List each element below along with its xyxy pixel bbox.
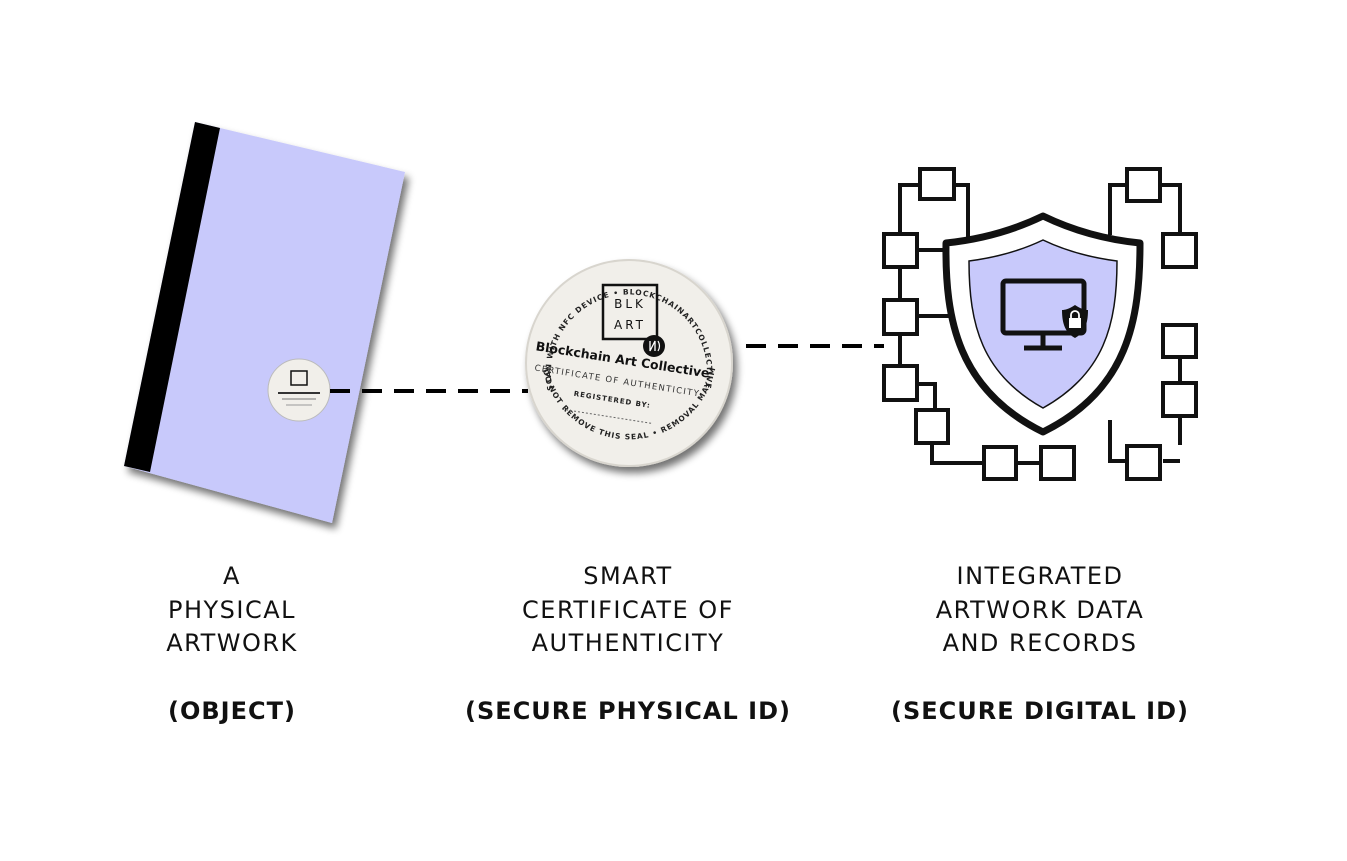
caption-smart-certificate: SMART CERTIFICATE OF AUTHENTICITY (SECUR… <box>458 560 798 728</box>
seal-logo-bottom: ART <box>614 318 646 332</box>
lock-icon <box>1062 305 1088 338</box>
small-seal-icon <box>267 358 331 422</box>
caption-subtitle: (SECURE DIGITAL ID) <box>890 696 1189 725</box>
caption-line: AND RECORDS <box>942 629 1138 657</box>
nfc-icon <box>643 335 665 357</box>
caption-subtitle: (SECURE PHYSICAL ID) <box>465 696 791 725</box>
caption-integrated-data: INTEGRATED ARTWORK DATA AND RECORDS (SEC… <box>870 560 1210 728</box>
caption-line: ARTWORK <box>166 629 298 657</box>
shield-icon <box>942 212 1144 436</box>
artwork-spine <box>124 122 220 472</box>
monitor-icon <box>1000 278 1087 351</box>
caption-line: A <box>223 562 241 590</box>
caption-line: CERTIFICATE OF <box>522 595 734 624</box>
blockchain-network-icon <box>882 167 1198 481</box>
seal-logo-top: BLK <box>614 297 646 311</box>
caption-line: PHYSICAL <box>167 595 297 624</box>
seal-logo-box <box>601 283 659 341</box>
caption-line: SMART <box>583 562 673 590</box>
caption-physical-artwork: A PHYSICAL ARTWORK (OBJECT) <box>62 560 402 728</box>
caption-line: INTEGRATED <box>956 562 1124 590</box>
caption-subtitle: (OBJECT) <box>168 696 296 725</box>
canvas-icon <box>124 122 405 523</box>
caption-line: ARTWORK DATA <box>935 595 1145 624</box>
caption-line: AUTHENTICITY <box>531 629 725 657</box>
